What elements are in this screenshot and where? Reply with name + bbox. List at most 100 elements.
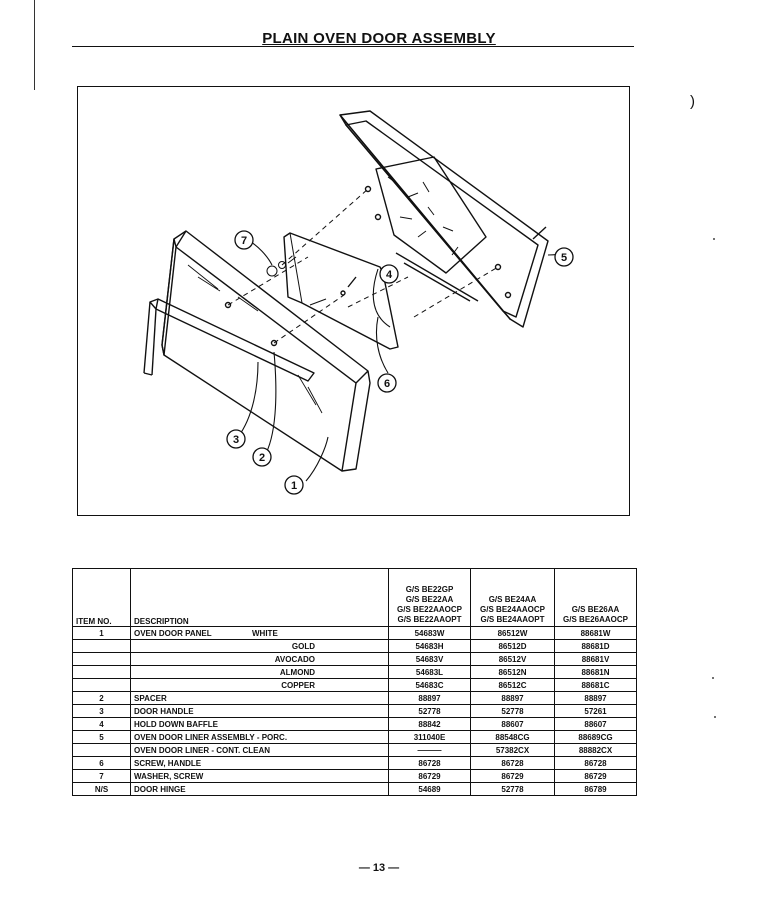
cell-part-number: 54683L	[388, 665, 471, 679]
exploded-diagram: 1 2 3 4 5 6 7	[77, 86, 630, 516]
description-text: HOLD DOWN BAFFLE	[134, 719, 218, 729]
cell-description: SPACER	[130, 691, 389, 705]
cell-part-number: 86512V	[470, 652, 555, 666]
finish-color: AVOCADO	[274, 654, 315, 664]
cell-item-no: 7	[72, 769, 131, 783]
cell-description: DOOR HANDLE	[130, 704, 389, 718]
cell-part-number: 88882CX	[554, 743, 637, 757]
cell-part-number: 88548CG	[470, 730, 555, 744]
cell-part-number: 86729	[554, 769, 637, 783]
callout-7: 7	[234, 230, 254, 250]
page-title: PLAIN OVEN DOOR ASSEMBLY	[262, 30, 496, 47]
cell-description: COPPER	[130, 678, 389, 692]
cell-item-no: N/S	[72, 782, 131, 796]
description-text: DOOR HINGE	[134, 784, 186, 794]
cell-item-no: 1	[72, 626, 131, 640]
svg-text:2: 2	[259, 452, 265, 464]
cell-part-number: 54683C	[388, 678, 471, 692]
cell-part-number: 88681V	[554, 652, 637, 666]
cell-part-number: 86728	[388, 756, 471, 770]
cell-part-number: 88842	[388, 717, 471, 731]
description-text: OVEN DOOR PANEL	[134, 628, 212, 638]
cell-description: DOOR HINGE	[130, 782, 389, 796]
finish-color: GOLD	[291, 641, 315, 651]
cell-part-number: 88681W	[554, 626, 637, 640]
cell-item-no: 4	[72, 717, 131, 731]
cell-part-number: 311040E	[388, 730, 471, 744]
table-header-row: ITEM NO. DESCRIPTION G/S BE22GP G/S BE22…	[72, 568, 637, 627]
cell-part-number: 88681D	[554, 639, 637, 653]
door-liner-assembly	[339, 110, 549, 328]
cell-part-number: 88689CG	[554, 730, 637, 744]
cell-description: GOLD	[130, 639, 389, 653]
description-text: SCREW, HANDLE	[134, 758, 202, 768]
callout-3: 3	[226, 429, 246, 449]
cell-description: SCREW, HANDLE	[130, 756, 389, 770]
cell-description: HOLD DOWN BAFFLE	[130, 717, 389, 731]
parts-list-table: ITEM NO. DESCRIPTION G/S BE22GP G/S BE22…	[72, 568, 637, 796]
cell-item-no	[72, 639, 131, 653]
header-model-group-3: G/S BE26AA G/S BE26AAOCP	[554, 568, 637, 627]
cell-item-no: 6	[72, 756, 131, 770]
cell-part-number: 88897	[470, 691, 555, 705]
cell-item-no: 3	[72, 704, 131, 718]
cell-part-number: 88897	[388, 691, 471, 705]
cell-part-number: 86729	[470, 769, 555, 783]
cell-part-number: 86728	[470, 756, 555, 770]
description-text: SPACER	[134, 693, 167, 703]
scan-speck	[712, 677, 714, 679]
cell-part-number: 86512N	[470, 665, 555, 679]
callout-5: 5	[554, 247, 574, 267]
cell-item-no	[72, 743, 131, 757]
cell-part-number: 88607	[470, 717, 555, 731]
cell-part-number: 57261	[554, 704, 637, 718]
cell-item-no: 2	[72, 691, 131, 705]
diagram-drawing: 1 2 3 4 5 6 7	[143, 110, 574, 495]
svg-text:1: 1	[291, 480, 297, 492]
callout-4: 4	[379, 264, 399, 284]
callout-6: 6	[377, 373, 397, 393]
description-text: OVEN DOOR LINER ASSEMBLY - PORC.	[134, 732, 288, 742]
cell-description: OVEN DOOR PANEL WHITE	[130, 626, 389, 640]
cell-part-number: 54683W	[388, 626, 471, 640]
cell-description: WASHER, SCREW	[130, 769, 389, 783]
cell-part-number: 57382CX	[470, 743, 555, 757]
svg-text:6: 6	[384, 378, 390, 390]
svg-text:5: 5	[561, 252, 567, 264]
cell-part-number: 52778	[470, 782, 555, 796]
finish-color: WHITE	[252, 628, 278, 638]
cell-description: OVEN DOOR LINER - CONT. CLEAN	[130, 743, 389, 757]
cell-part-number: 88897	[554, 691, 637, 705]
cell-part-number: 86512C	[470, 678, 555, 692]
cell-part-number: 86512W	[470, 626, 555, 640]
cell-part-number: 88681C	[554, 678, 637, 692]
margin-rule	[34, 0, 35, 90]
svg-text:7: 7	[241, 235, 247, 247]
svg-text:3: 3	[233, 434, 239, 446]
fasteners	[266, 256, 327, 306]
header-item-no: ITEM NO.	[72, 568, 131, 627]
cell-part-number: 54689	[388, 782, 471, 796]
cell-part-number: ———	[388, 743, 471, 757]
cell-item-no	[72, 678, 131, 692]
description-text: OVEN DOOR LINER - CONT. CLEAN	[134, 745, 271, 755]
callout-1: 1	[284, 475, 304, 495]
margin-mark: )	[690, 93, 695, 110]
cell-item-no	[72, 665, 131, 679]
door-handle	[143, 298, 315, 382]
cell-part-number: 88681N	[554, 665, 637, 679]
cell-part-number: 86729	[388, 769, 471, 783]
